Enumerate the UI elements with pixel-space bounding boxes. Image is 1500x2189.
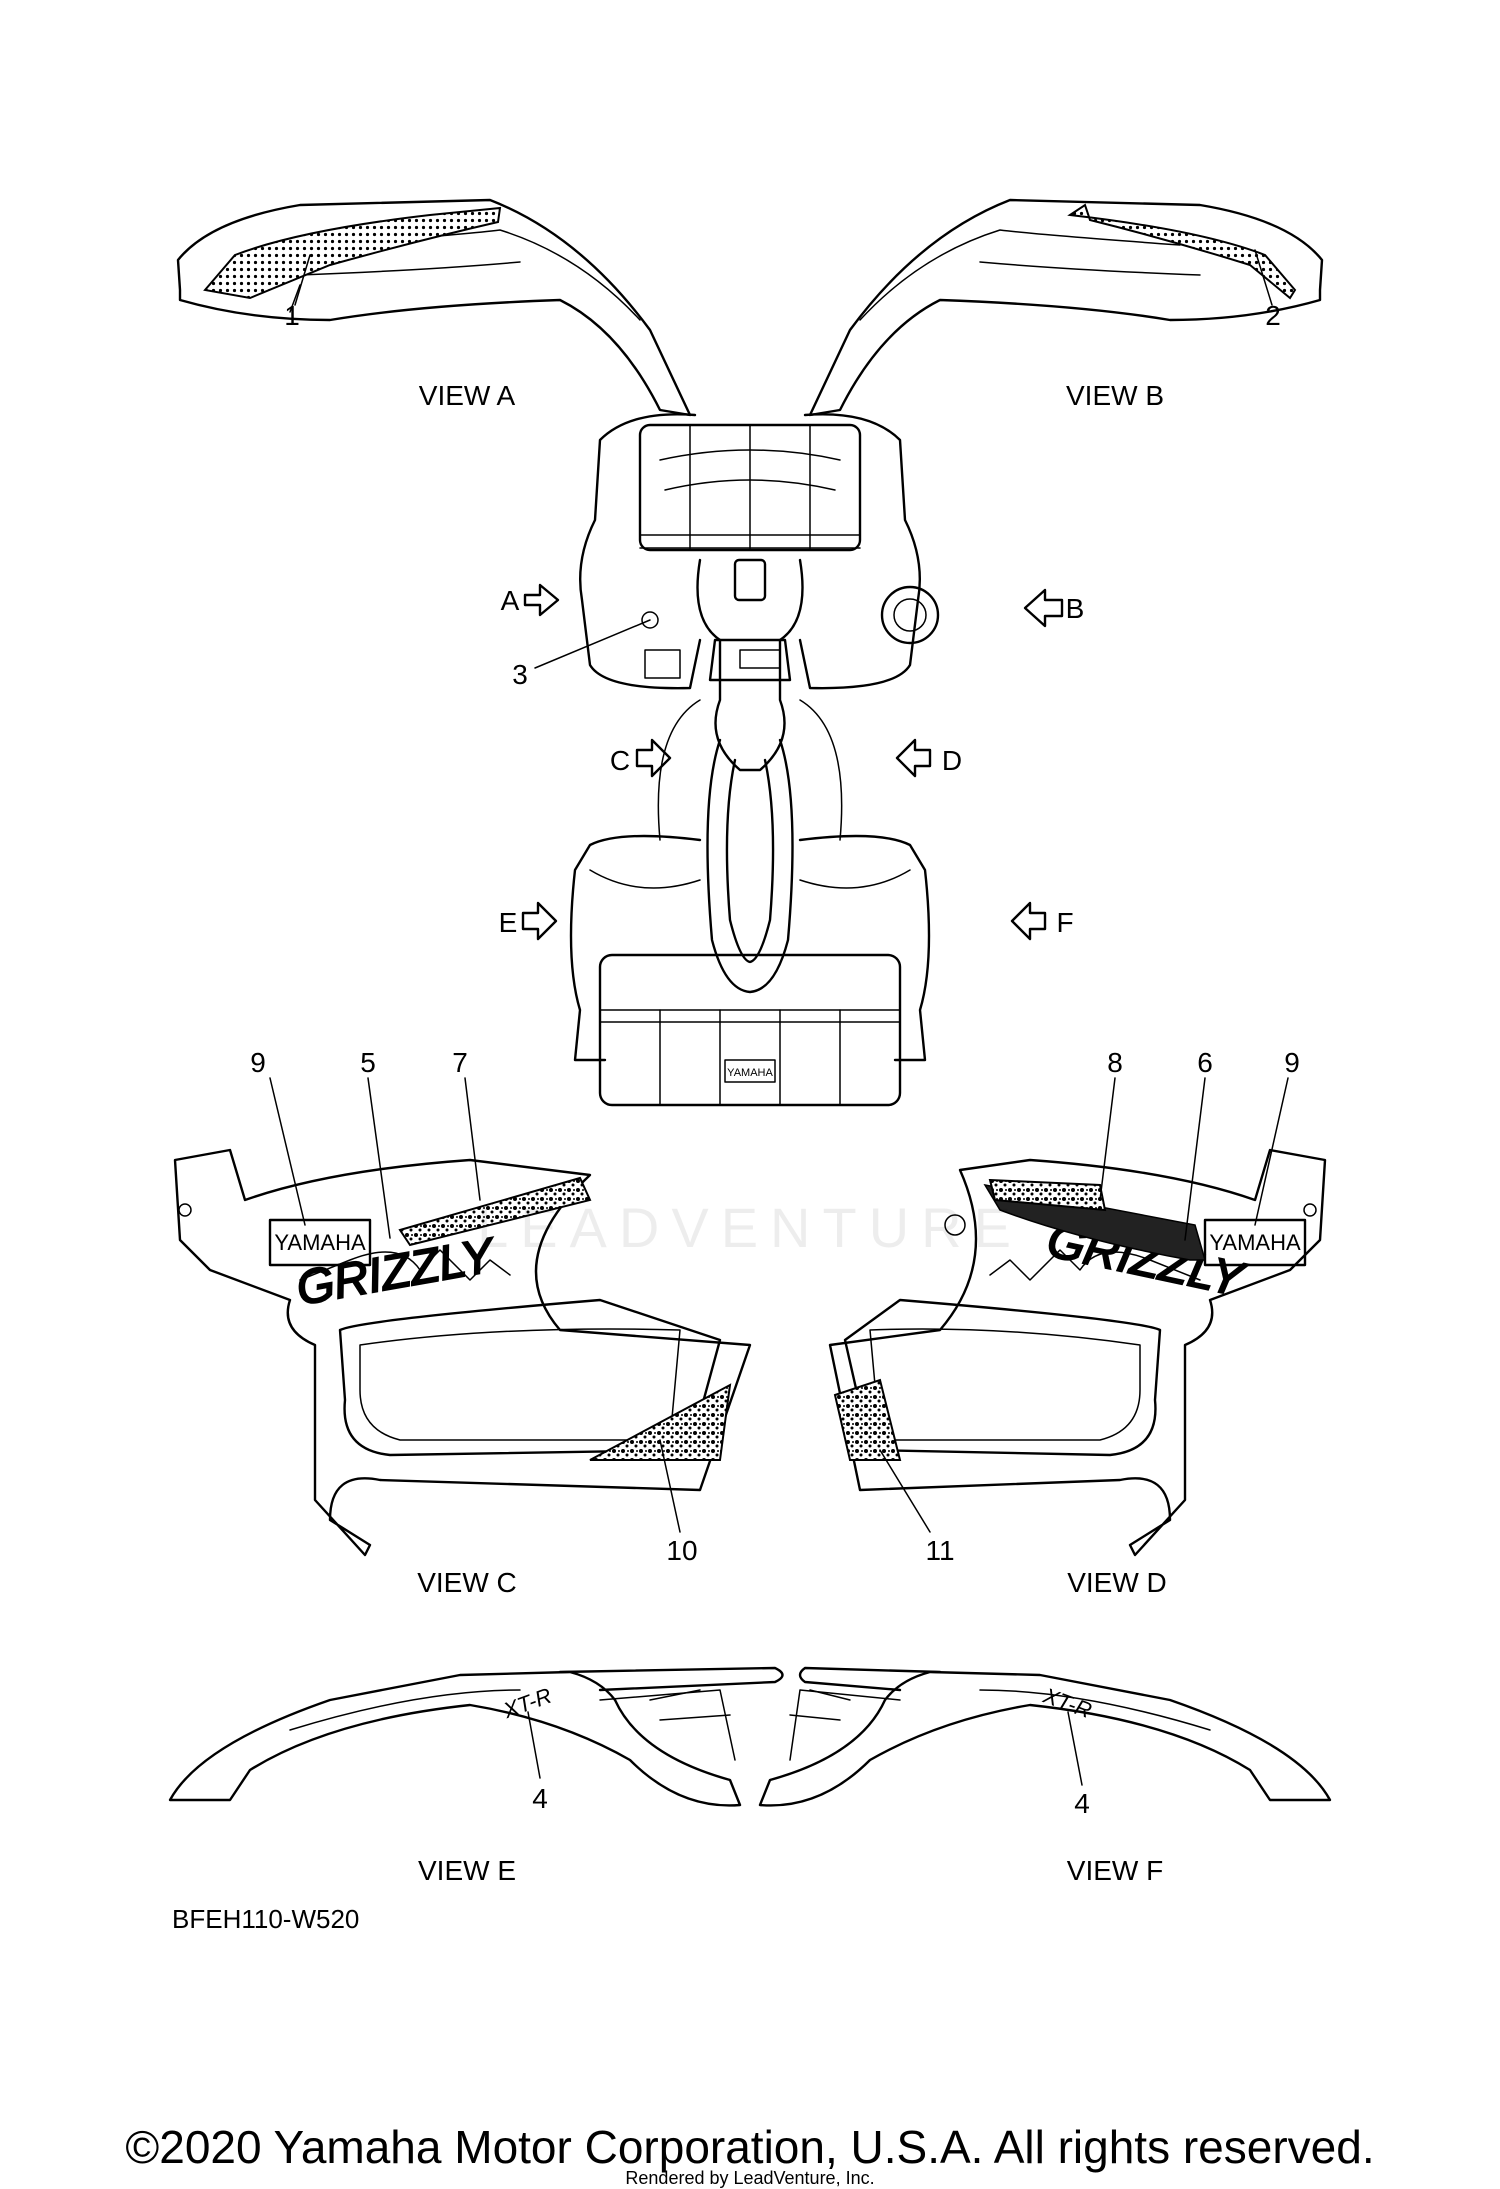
callout-6: 6 bbox=[1197, 1047, 1213, 1078]
view-f-label: VIEW F bbox=[1067, 1855, 1163, 1886]
view-f-fender: XT-R bbox=[758, 1666, 1332, 1807]
leader-11 bbox=[879, 1449, 931, 1533]
view-b-fender bbox=[808, 198, 1324, 417]
leader-9-right bbox=[1254, 1077, 1289, 1226]
leader-8 bbox=[1099, 1077, 1116, 1201]
callout-9-left: 9 bbox=[250, 1047, 266, 1078]
arrow-b: B bbox=[1023, 588, 1085, 628]
callout-3: 3 bbox=[512, 659, 528, 690]
rack-badge-text: YAMAHA bbox=[727, 1067, 773, 1079]
callout-7: 7 bbox=[452, 1047, 468, 1078]
leader-1 bbox=[294, 254, 311, 306]
callout-10: 10 bbox=[666, 1535, 697, 1566]
view-d-panel: YAMAHA GRIZZLY bbox=[828, 1148, 1327, 1557]
arrow-a-letter: A bbox=[501, 585, 520, 616]
callout-2: 2 bbox=[1265, 300, 1281, 331]
callout-11: 11 bbox=[925, 1535, 954, 1566]
view-a-fender bbox=[176, 198, 692, 417]
leader-4-left bbox=[527, 1711, 541, 1779]
atv-top-view: YAMAHA bbox=[569, 413, 940, 1107]
view-c-panel: YAMAHA GRIZZLY bbox=[173, 1148, 752, 1557]
copyright-notice: ©2020 Yamaha Motor Corporation, U.S.A. A… bbox=[125, 2121, 1375, 2173]
arrow-e: E bbox=[499, 901, 558, 941]
arrow-a: A bbox=[501, 583, 560, 617]
figure-code: BFEH110-W520 bbox=[172, 1904, 359, 1934]
arrow-b-letter: B bbox=[1066, 593, 1085, 624]
view-c-yamaha-text: YAMAHA bbox=[274, 1230, 366, 1255]
leader-9-left bbox=[269, 1077, 306, 1226]
callout-9-right: 9 bbox=[1284, 1047, 1300, 1078]
view-c-label: VIEW C bbox=[417, 1567, 517, 1598]
arrow-d-letter: D bbox=[942, 745, 962, 776]
callout-1: 1 bbox=[284, 300, 300, 331]
callout-8: 8 bbox=[1107, 1047, 1123, 1078]
view-e-label: VIEW E bbox=[418, 1855, 516, 1886]
leader-4-right bbox=[1067, 1711, 1083, 1786]
leader-10 bbox=[659, 1439, 681, 1533]
view-f-xtr-text: XT-R bbox=[1039, 1682, 1095, 1723]
arrow-f: F bbox=[1010, 901, 1074, 941]
view-e-fender: XT-R bbox=[168, 1666, 784, 1807]
leader-7 bbox=[464, 1077, 481, 1201]
view-a-label: VIEW A bbox=[419, 380, 516, 411]
arrow-c: C bbox=[610, 738, 672, 778]
rendered-by-notice: Rendered by LeadVenture, Inc. bbox=[625, 2168, 875, 2188]
leader-2 bbox=[1254, 249, 1273, 306]
arrow-c-letter: C bbox=[610, 745, 630, 776]
arrow-e-letter: E bbox=[499, 907, 518, 938]
callout-5: 5 bbox=[360, 1047, 376, 1078]
callout-4-right: 4 bbox=[1074, 1788, 1090, 1819]
view-b-label: VIEW B bbox=[1066, 380, 1164, 411]
arrow-f-letter: F bbox=[1056, 907, 1073, 938]
leader-3 bbox=[534, 619, 651, 669]
leader-6 bbox=[1184, 1077, 1206, 1241]
view-d-label: VIEW D bbox=[1067, 1567, 1167, 1598]
arrow-d: D bbox=[895, 738, 962, 778]
leader-5 bbox=[367, 1077, 391, 1239]
view-d-yamaha-text: YAMAHA bbox=[1209, 1230, 1301, 1255]
callout-4-left: 4 bbox=[532, 1783, 548, 1814]
